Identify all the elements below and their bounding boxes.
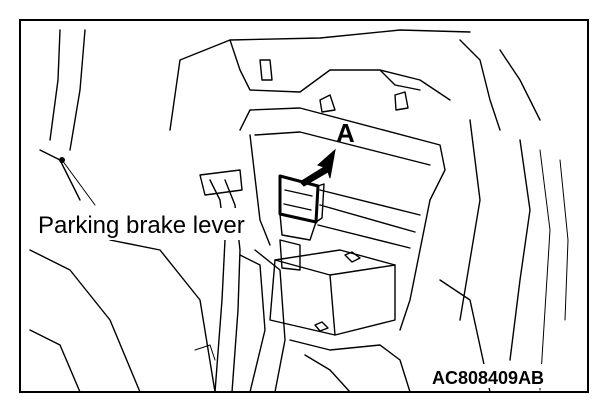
callout-letter-a: A xyxy=(336,118,355,148)
parking-brake-lever-label: Parking brake lever xyxy=(38,212,245,239)
callout-arrow xyxy=(299,148,336,187)
line-art xyxy=(29,29,569,393)
figure-code: AC808409AB xyxy=(432,368,544,388)
leader-line xyxy=(61,159,96,206)
figure-frame xyxy=(19,19,589,393)
